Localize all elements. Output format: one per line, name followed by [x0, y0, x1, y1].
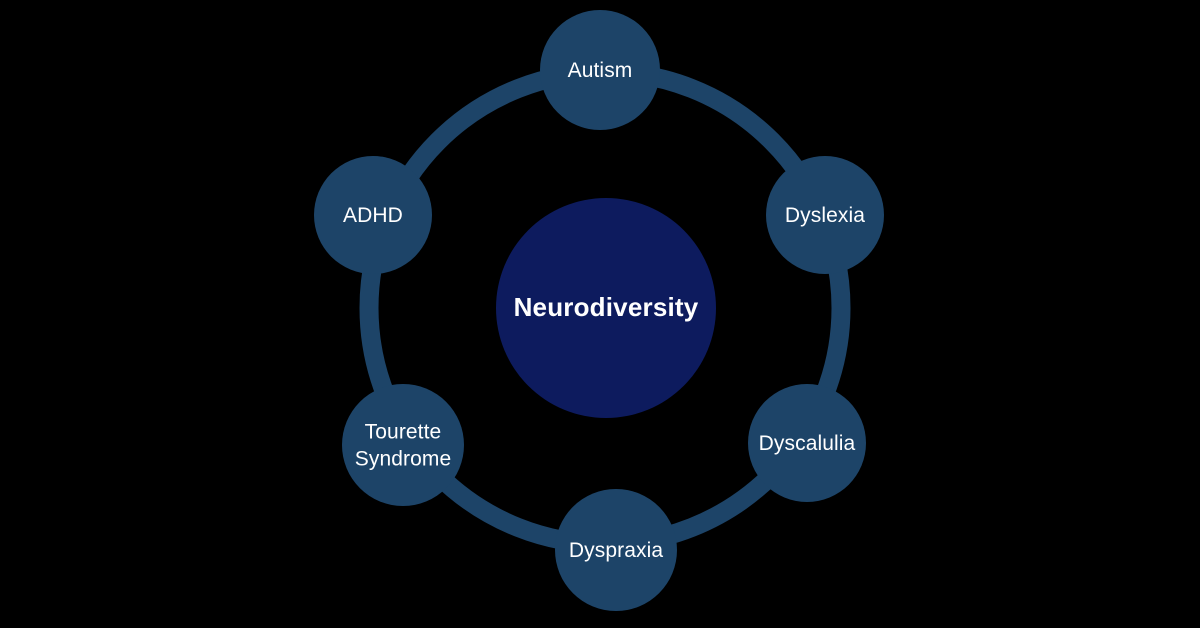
- node-adhd-circle[interactable]: [314, 156, 432, 274]
- node-autism-label: Autism: [568, 59, 633, 82]
- node-dyscalulia[interactable]: Dyscalulia: [748, 384, 866, 502]
- node-adhd-label: ADHD: [343, 204, 403, 227]
- center-hub[interactable]: Neurodiversity: [496, 198, 716, 418]
- node-dyslexia[interactable]: Dyslexia: [766, 156, 884, 274]
- node-dyscalulia-circle[interactable]: [748, 384, 866, 502]
- node-tourette-syndrome-circle[interactable]: [342, 384, 464, 506]
- node-adhd[interactable]: ADHD: [314, 156, 432, 274]
- center-hub-label: Neurodiversity: [514, 292, 699, 322]
- node-dyspraxia-circle[interactable]: [555, 489, 677, 611]
- node-dyscalulia-label: Dyscalulia: [759, 432, 856, 455]
- node-dyslexia-label: Dyslexia: [785, 204, 865, 227]
- node-dyspraxia[interactable]: Dyspraxia: [555, 489, 677, 611]
- node-dyspraxia-label: Dyspraxia: [569, 539, 663, 562]
- node-dyslexia-circle[interactable]: [766, 156, 884, 274]
- node-autism-circle[interactable]: [540, 10, 660, 130]
- node-autism[interactable]: Autism: [540, 10, 660, 130]
- center-hub-circle[interactable]: [496, 198, 716, 418]
